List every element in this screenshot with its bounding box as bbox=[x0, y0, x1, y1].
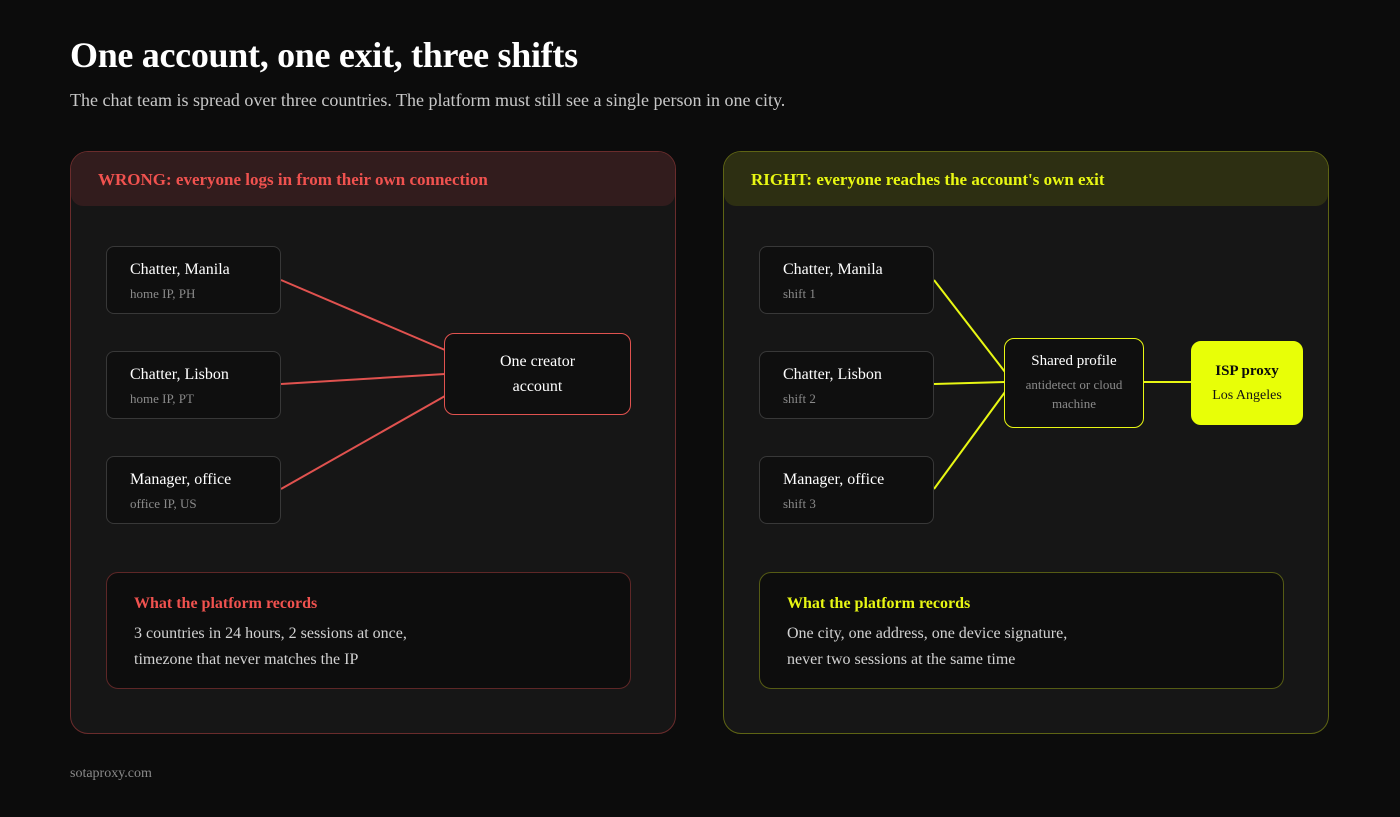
right-panel: RIGHT: everyone reaches the account's ow… bbox=[723, 151, 1329, 734]
wrong-person-manila: Chatter, Manila home IP, PH bbox=[106, 246, 281, 314]
person-name: Chatter, Manila bbox=[130, 261, 230, 278]
wrong-records-line: timezone that never matches the IP bbox=[134, 651, 359, 668]
right-connection-lines bbox=[933, 279, 1191, 490]
wrong-link-manager bbox=[280, 395, 446, 490]
isp-proxy-node: ISP proxy Los Angeles bbox=[1191, 341, 1303, 425]
wrong-person-lisbon: Chatter, Lisbon home IP, PT bbox=[106, 351, 281, 419]
wrong-records-box: What the platform records 3 countries in… bbox=[106, 572, 631, 689]
right-records-line: never two sessions at the same time bbox=[787, 651, 1016, 668]
wrong-records-line: 3 countries in 24 hours, 2 sessions at o… bbox=[134, 625, 407, 642]
person-detail: home IP, PT bbox=[130, 391, 194, 406]
person-detail: home IP, PH bbox=[130, 286, 196, 301]
person-name: Manager, office bbox=[130, 471, 232, 488]
right-link-lisbon bbox=[933, 381, 1006, 385]
wrong-link-lisbon bbox=[280, 373, 446, 385]
wrong-connection-lines bbox=[280, 279, 446, 490]
person-name: Manager, office bbox=[783, 471, 885, 488]
wrong-link-manila bbox=[280, 279, 446, 351]
right-link-manila bbox=[933, 279, 1006, 373]
page-subtitle: The chat team is spread over three count… bbox=[70, 90, 786, 110]
shared-profile-node: Shared profile antidetect or cloud machi… bbox=[1004, 338, 1144, 428]
person-detail: shift 1 bbox=[783, 286, 816, 301]
wrong-panel-header: WRONG: everyone logs in from their own c… bbox=[71, 152, 675, 206]
page-title: One account, one exit, three shifts bbox=[70, 35, 578, 75]
right-person-lisbon: Chatter, Lisbon shift 2 bbox=[759, 351, 934, 419]
right-panel-header: RIGHT: everyone reaches the account's ow… bbox=[724, 152, 1328, 206]
right-link-manager bbox=[933, 391, 1006, 490]
person-detail: shift 3 bbox=[783, 496, 816, 511]
isp-proxy-location: Los Angeles bbox=[1212, 387, 1282, 403]
right-person-manila: Chatter, Manila shift 1 bbox=[759, 246, 934, 314]
person-detail: office IP, US bbox=[130, 496, 197, 511]
wrong-person-manager: Manager, office office IP, US bbox=[106, 456, 281, 524]
footer-brand: sotaproxy.com bbox=[70, 766, 152, 781]
right-records-body: One city, one address, one device signat… bbox=[787, 621, 1283, 673]
shared-profile-detail: antidetect or cloud machine bbox=[1025, 377, 1123, 411]
person-name: Chatter, Manila bbox=[783, 261, 883, 278]
person-detail: shift 2 bbox=[783, 391, 816, 406]
right-records-title: What the platform records bbox=[787, 595, 971, 612]
shared-profile-title: Shared profile bbox=[1031, 353, 1117, 369]
wrong-records-title: What the platform records bbox=[134, 595, 318, 612]
wrong-records-body: 3 countries in 24 hours, 2 sessions at o… bbox=[134, 621, 630, 673]
person-name: Chatter, Lisbon bbox=[130, 366, 229, 383]
creator-account-label: One creator account bbox=[499, 353, 576, 395]
right-records-box: What the platform records One city, one … bbox=[759, 572, 1284, 689]
right-person-manager: Manager, office shift 3 bbox=[759, 456, 934, 524]
creator-account-node: One creator account bbox=[444, 333, 631, 415]
isp-proxy-title: ISP proxy bbox=[1215, 362, 1279, 379]
person-name: Chatter, Lisbon bbox=[783, 366, 882, 383]
right-records-line: One city, one address, one device signat… bbox=[787, 625, 1068, 642]
wrong-panel: WRONG: everyone logs in from their own c… bbox=[70, 151, 676, 734]
